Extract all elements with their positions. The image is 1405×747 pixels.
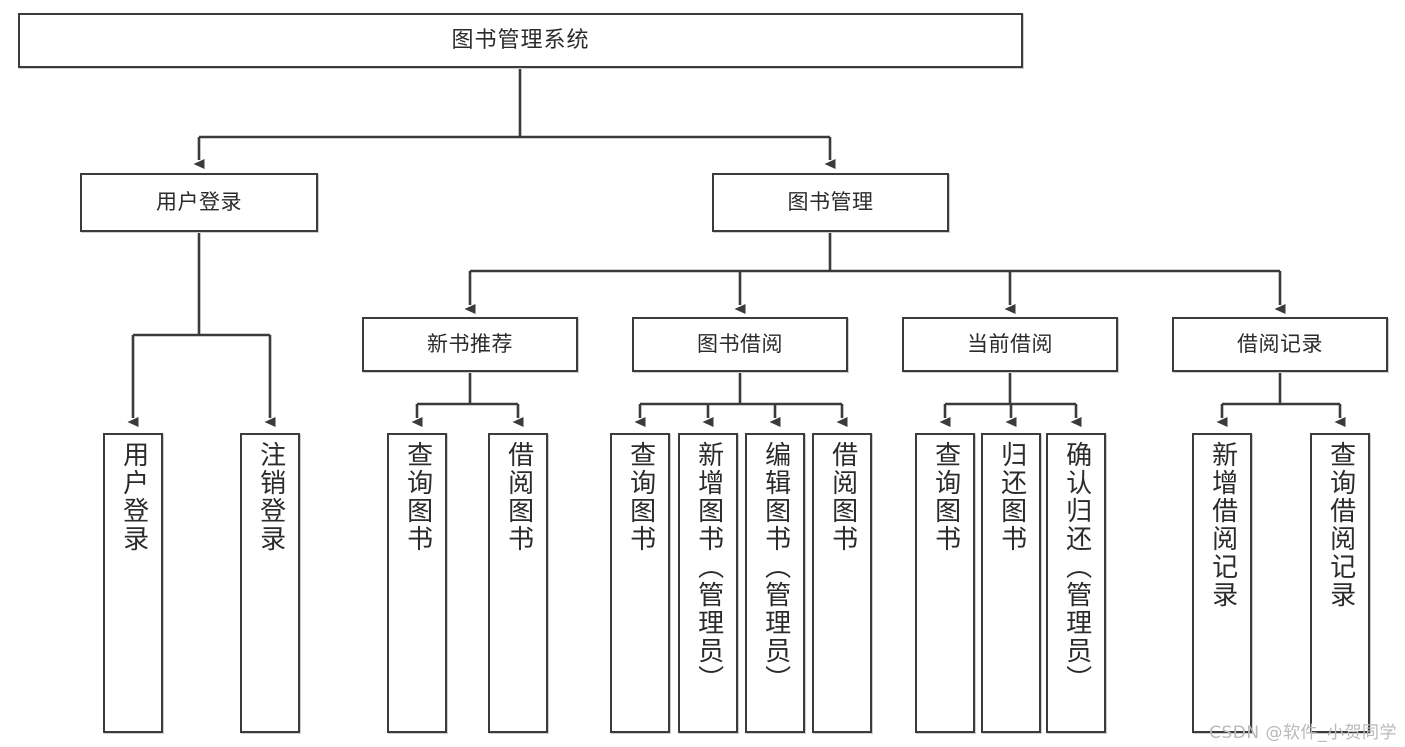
node-label: 查询图书 [402,441,433,553]
leaf-confirm-return-admin[interactable]: 确认归还（管理员） [1046,433,1106,733]
leaf-query-borrow-record[interactable]: 查询借阅记录 [1310,433,1370,733]
node-label: 图书管理 [787,190,874,215]
node-root-book-management-system[interactable]: 图书管理系统 [18,13,1023,68]
node-label: 用户登录 [156,190,242,215]
node-label: 注销登录 [255,441,286,553]
node-label: 当前借阅 [967,332,1053,357]
leaf-user-login[interactable]: 用户登录 [103,433,163,733]
csdn-watermark: CSDN @软件_小贺同学 [1209,723,1397,743]
node-new-book-recommend[interactable]: 新书推荐 [362,317,578,372]
leaf-edit-book-admin[interactable]: 编辑图书（管理员） [745,433,805,733]
leaf-add-book-admin[interactable]: 新增图书（管理员） [678,433,738,733]
node-label: 查询图书 [930,441,961,553]
node-label: 新书推荐 [427,332,513,357]
node-label: 查询借阅记录 [1325,441,1356,609]
node-label: 新增图书（管理员） [693,441,724,693]
node-current-borrow[interactable]: 当前借阅 [902,317,1118,372]
node-label: 用户登录 [118,441,149,553]
leaf-query-book-borrow[interactable]: 查询图书 [610,433,670,733]
node-book-borrow[interactable]: 图书借阅 [632,317,848,372]
node-label: 查询图书 [625,441,656,553]
node-user-login[interactable]: 用户登录 [80,173,318,232]
node-label: 归还图书 [996,441,1027,553]
node-borrow-record[interactable]: 借阅记录 [1172,317,1388,372]
leaf-return-book[interactable]: 归还图书 [981,433,1041,733]
leaf-query-book-current[interactable]: 查询图书 [915,433,975,733]
node-label: 图书借阅 [697,332,783,357]
node-label: 借阅图书 [827,441,858,553]
node-label: 编辑图书（管理员） [760,441,791,693]
node-label: 新增借阅记录 [1207,441,1238,609]
leaf-borrow-book-recommend[interactable]: 借阅图书 [488,433,548,733]
node-label: 借阅记录 [1237,332,1323,357]
leaf-user-logout[interactable]: 注销登录 [240,433,300,733]
leaf-query-book-recommend[interactable]: 查询图书 [387,433,447,733]
node-label: 图书管理系统 [451,27,590,53]
node-label: 借阅图书 [503,441,534,553]
node-book-management[interactable]: 图书管理 [712,173,949,232]
node-label: 确认归还（管理员） [1061,441,1092,693]
leaf-add-borrow-record[interactable]: 新增借阅记录 [1192,433,1252,733]
leaf-borrow-book[interactable]: 借阅图书 [812,433,872,733]
